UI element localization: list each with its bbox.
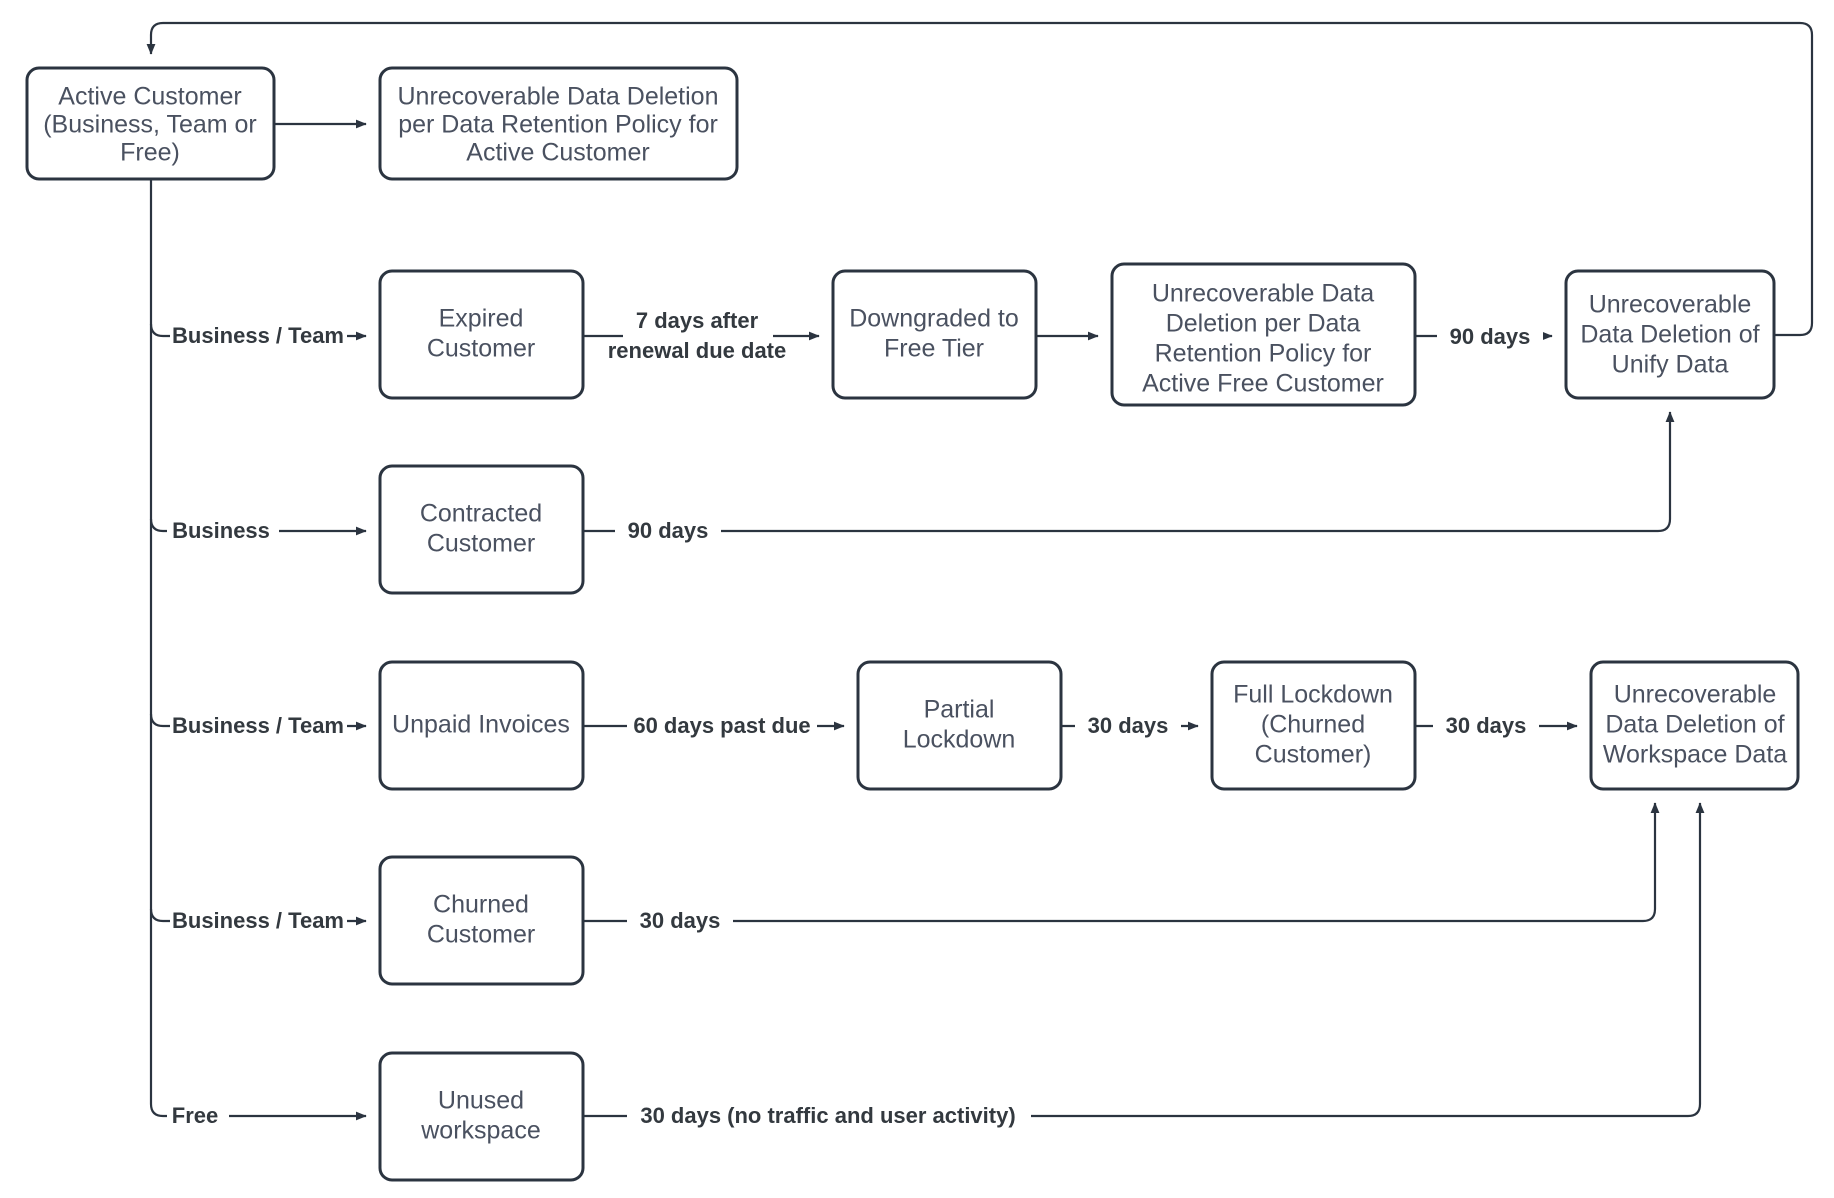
- node-contracted-customer-line-2: Customer: [427, 530, 535, 558]
- edge-active-customer-stem: [149, 179, 180, 1118]
- node-unused-workspace[interactable]: Unused workspace: [378, 1051, 585, 1182]
- node-deletion-active-customer-line-2: per Data Retention Policy for: [398, 111, 718, 139]
- edge-label-seven-days-line1: 7 days after: [636, 308, 759, 333]
- node-full-lockdown-line-2: (Churned: [1261, 711, 1365, 739]
- node-unused-workspace-line-1: Unused: [438, 1087, 524, 1115]
- node-downgraded-free-tier[interactable]: Downgraded to Free Tier: [831, 269, 1038, 400]
- edge-branch-churned-customer: [149, 908, 367, 926]
- node-full-lockdown-line-3: Customer): [1255, 741, 1372, 769]
- node-active-customer[interactable]: Active Customer (Business, Team or Free): [25, 66, 276, 181]
- edge-branch-expired-customer: [149, 323, 367, 341]
- node-unpaid-invoices-line-1: Unpaid Invoices: [392, 711, 570, 739]
- node-deletion-active-customer[interactable]: Unrecoverable Data Deletion per Data Ret…: [378, 66, 739, 181]
- edge-label-business-team-unpaid: Business / Team: [172, 713, 344, 738]
- node-churned-customer-line-2: Customer: [427, 921, 535, 949]
- node-expired-customer-line-1: Expired: [439, 305, 524, 333]
- edge-label-thirty-days-churned: 30 days: [640, 908, 721, 933]
- node-contracted-customer[interactable]: Contracted Customer: [378, 464, 585, 595]
- edge-unify-data-to-active-customer: [146, 21, 1814, 337]
- node-deletion-workspace-line-1: Unrecoverable: [1614, 681, 1777, 709]
- node-contracted-customer-line-1: Contracted: [420, 500, 542, 528]
- edge-unused-workspace-to-deletion-workspace: [583, 802, 1705, 1118]
- node-deletion-workspace-line-3: Workspace Data: [1603, 741, 1787, 769]
- node-deletion-workspace-line-2: Data Deletion of: [1605, 711, 1784, 739]
- node-downgraded-free-tier-line-2: Free Tier: [884, 335, 984, 363]
- node-deletion-active-free-line-1: Unrecoverable Data: [1152, 280, 1374, 308]
- edge-label-free: Free: [172, 1103, 218, 1128]
- node-partial-lockdown-line-1: Partial: [924, 696, 995, 724]
- node-deletion-unify-data-line-3: Unify Data: [1612, 351, 1729, 379]
- edge-label-business-team-expired: Business / Team: [172, 323, 344, 348]
- edge-label-business-contracted: Business: [172, 518, 270, 543]
- edge-contracted-to-unify: [583, 411, 1675, 533]
- node-deletion-active-free-line-4: Active Free Customer: [1142, 370, 1384, 398]
- node-deletion-active-free-customer[interactable]: Unrecoverable Data Deletion per Data Ret…: [1110, 262, 1417, 407]
- node-active-customer-line-2: (Business, Team or: [43, 111, 257, 139]
- edge-label-business-team-churned: Business / Team: [172, 908, 344, 933]
- edge-label-ninety-days-contracted: 90 days: [628, 518, 709, 543]
- edge-label-thirty-days-partial-full: 30 days: [1088, 713, 1169, 738]
- node-deletion-active-free-line-2: Deletion per Data: [1166, 310, 1361, 338]
- node-deletion-unify-data[interactable]: Unrecoverable Data Deletion of Unify Dat…: [1564, 269, 1776, 400]
- edge-label-thirty-days-no-traffic: 30 days (no traffic and user activity): [640, 1103, 1015, 1128]
- edge-label-ninety-days-unify: 90 days: [1450, 324, 1531, 349]
- edge-label-seven-days-line2: renewal due date: [608, 338, 787, 363]
- node-deletion-active-customer-line-3: Active Customer: [466, 139, 649, 167]
- edge-label-layer: Business / Team 7 days after renewal due…: [167, 300, 1543, 1132]
- node-expired-customer-line-2: Customer: [427, 335, 535, 363]
- node-partial-lockdown[interactable]: Partial Lockdown: [856, 660, 1063, 791]
- node-active-customer-line-3: Free): [120, 139, 180, 167]
- node-expired-customer[interactable]: Expired Customer: [378, 269, 585, 400]
- edge-label-thirty-days-full-deletion: 30 days: [1446, 713, 1527, 738]
- node-deletion-unify-data-line-2: Data Deletion of: [1580, 321, 1759, 349]
- node-deletion-active-customer-line-1: Unrecoverable Data Deletion: [397, 83, 718, 111]
- edge-branch-contracted-customer: [149, 518, 367, 536]
- node-partial-lockdown-line-2: Lockdown: [903, 726, 1016, 754]
- node-churned-customer-line-1: Churned: [433, 891, 529, 919]
- edge-branch-unpaid-invoices: [149, 713, 367, 731]
- node-full-lockdown-line-1: Full Lockdown: [1233, 681, 1393, 709]
- node-full-lockdown[interactable]: Full Lockdown (Churned Customer): [1210, 660, 1417, 791]
- node-downgraded-free-tier-line-1: Downgraded to: [849, 305, 1019, 333]
- edge-label-sixty-days-past-due: 60 days past due: [633, 713, 810, 738]
- node-active-customer-line-1: Active Customer: [58, 83, 241, 111]
- node-deletion-workspace-data[interactable]: Unrecoverable Data Deletion of Workspace…: [1589, 660, 1800, 791]
- node-unused-workspace-line-2: workspace: [420, 1117, 541, 1145]
- node-unpaid-invoices[interactable]: Unpaid Invoices: [378, 660, 585, 791]
- node-churned-customer[interactable]: Churned Customer: [378, 855, 585, 986]
- node-deletion-active-free-line-3: Retention Policy for: [1155, 340, 1372, 368]
- node-layer: Active Customer (Business, Team or Free)…: [25, 66, 1800, 1182]
- node-deletion-unify-data-line-1: Unrecoverable: [1589, 291, 1752, 319]
- edge-churned-to-deletion-workspace: [583, 802, 1660, 923]
